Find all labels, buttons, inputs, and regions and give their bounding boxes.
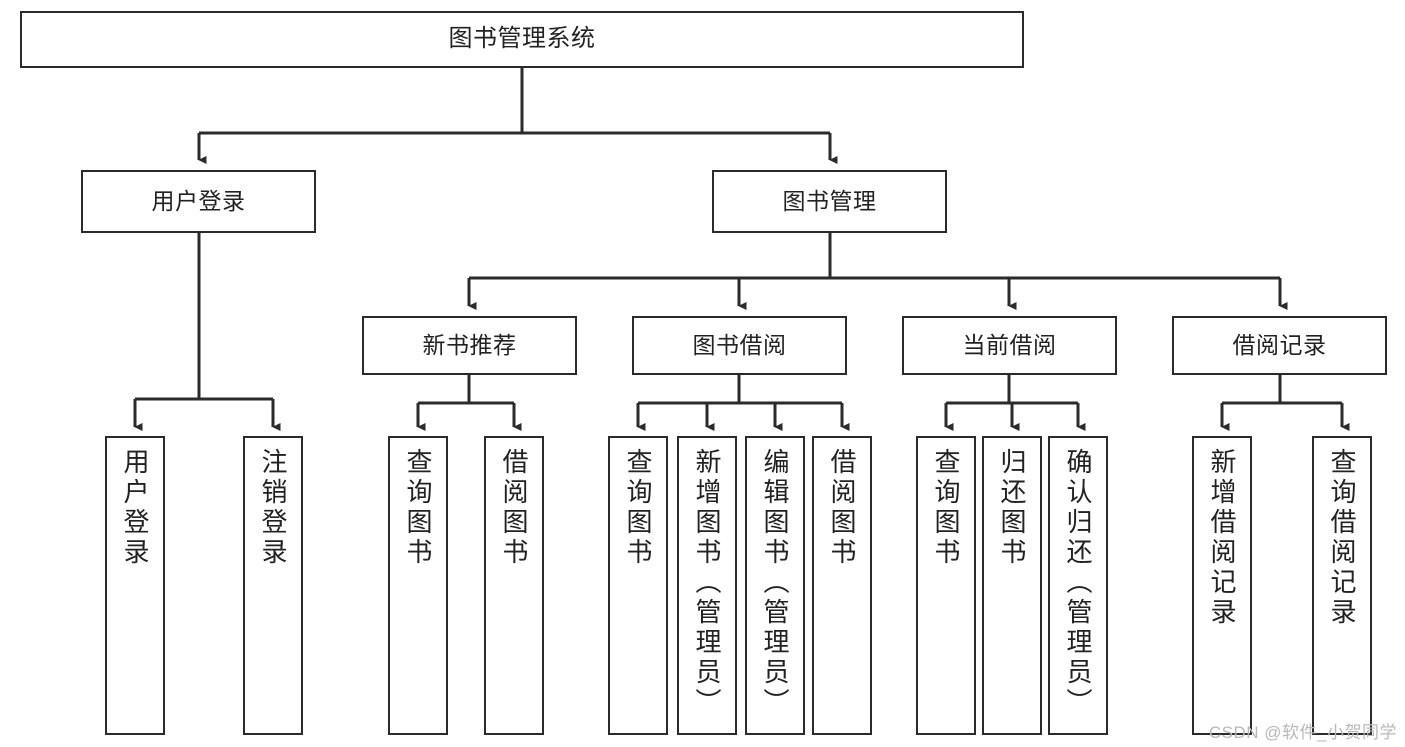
leaf-query-record-label: 查询借阅记录: [1327, 448, 1357, 628]
node-user-login-label: 用户登录: [151, 187, 246, 214]
leaf-return-book-label: 归还图书: [997, 448, 1027, 568]
leaf-borrow-book-1-label: 借阅图书: [499, 448, 529, 568]
leaf-logout-label: 注销登录: [258, 448, 288, 568]
node-new-book-rec-label: 新书推荐: [422, 331, 517, 358]
leaf-logout[interactable]: 注销登录: [243, 436, 303, 735]
node-current-borrow-label: 当前借阅: [962, 331, 1057, 358]
leaf-user-login[interactable]: 用户登录: [105, 436, 165, 735]
leaf-query-book-2[interactable]: 查询图书: [608, 436, 668, 735]
leaf-borrow-book-2-label: 借阅图书: [827, 448, 857, 568]
node-root-label: 图书管理系统: [448, 25, 596, 53]
node-root[interactable]: 图书管理系统: [20, 11, 1024, 68]
leaf-add-record-label: 新增借阅记录: [1207, 448, 1237, 628]
leaf-user-login-label: 用户登录: [120, 448, 150, 568]
leaf-query-book-3-label: 查询图书: [931, 448, 961, 568]
node-book-admin[interactable]: 图书管理: [712, 170, 947, 233]
leaf-confirm-return[interactable]: 确认归还（管理员）: [1048, 436, 1108, 735]
watermark: CSDN @软件_小贺同学: [1208, 723, 1397, 742]
leaf-query-book-3[interactable]: 查询图书: [916, 436, 976, 735]
leaf-borrow-book-2[interactable]: 借阅图书: [812, 436, 872, 735]
leaf-add-book[interactable]: 新增图书（管理员）: [677, 436, 737, 735]
leaf-edit-book-label: 编辑图书（管理员）: [760, 448, 790, 718]
node-user-login[interactable]: 用户登录: [81, 170, 316, 233]
leaf-query-record[interactable]: 查询借阅记录: [1312, 436, 1372, 735]
leaf-confirm-return-label: 确认归还（管理员）: [1063, 448, 1093, 718]
leaf-query-book-2-label: 查询图书: [623, 448, 653, 568]
node-borrow-record[interactable]: 借阅记录: [1172, 316, 1387, 375]
leaf-borrow-book-1[interactable]: 借阅图书: [484, 436, 544, 735]
leaf-return-book[interactable]: 归还图书: [982, 436, 1042, 735]
leaf-query-book-1[interactable]: 查询图书: [388, 436, 448, 735]
leaf-edit-book[interactable]: 编辑图书（管理员）: [745, 436, 805, 735]
leaf-add-record[interactable]: 新增借阅记录: [1192, 436, 1252, 735]
node-book-borrow[interactable]: 图书借阅: [632, 316, 847, 375]
node-current-borrow[interactable]: 当前借阅: [902, 316, 1117, 375]
node-book-borrow-label: 图书借阅: [692, 331, 787, 358]
node-book-admin-label: 图书管理: [782, 187, 877, 214]
node-borrow-record-label: 借阅记录: [1232, 331, 1327, 358]
node-new-book-rec[interactable]: 新书推荐: [362, 316, 577, 375]
leaf-add-book-label: 新增图书（管理员）: [692, 448, 722, 718]
leaf-query-book-1-label: 查询图书: [403, 448, 433, 568]
